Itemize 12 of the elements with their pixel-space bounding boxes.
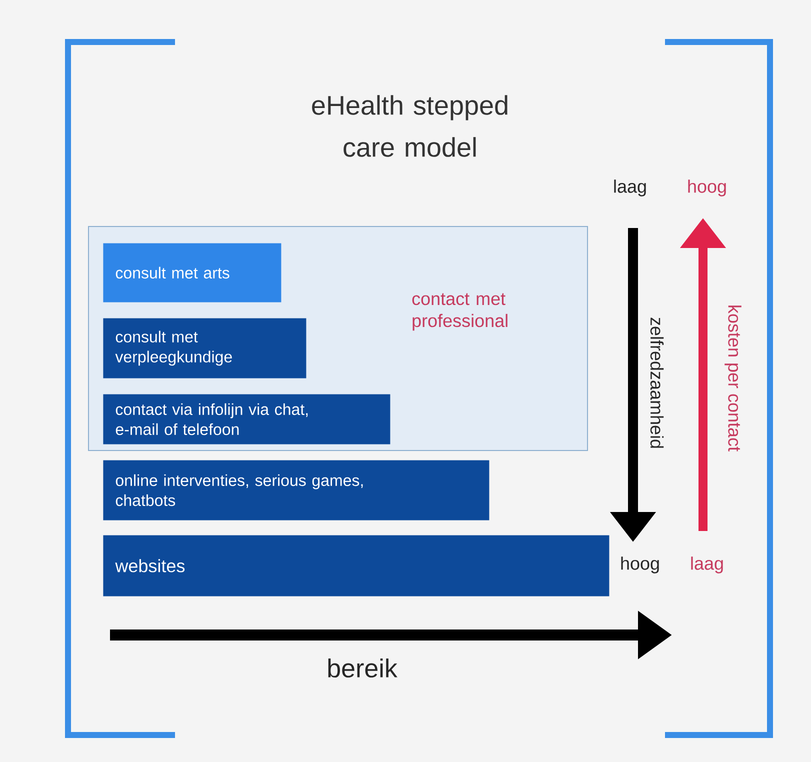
axis-label: hoog [688, 180, 726, 196]
axis-label: zelfredzaamheid [650, 318, 664, 448]
step-bar: consult met arts [103, 243, 282, 302]
axis-label: laag [691, 556, 723, 574]
title: eHealth stepped care model [312, 95, 508, 157]
step-bar: consult met verpleegkundige [103, 318, 306, 378]
step-bar: websites [103, 535, 610, 596]
step-bar: contact via infolijn via chat, e-mail of telefoon [103, 394, 390, 444]
axis-label: kosten per contact [724, 306, 742, 452]
axis-label: bereik [328, 658, 398, 678]
step-bar: online interventies, serious games, chatbots [103, 460, 490, 520]
axis-label: laag [614, 180, 646, 196]
